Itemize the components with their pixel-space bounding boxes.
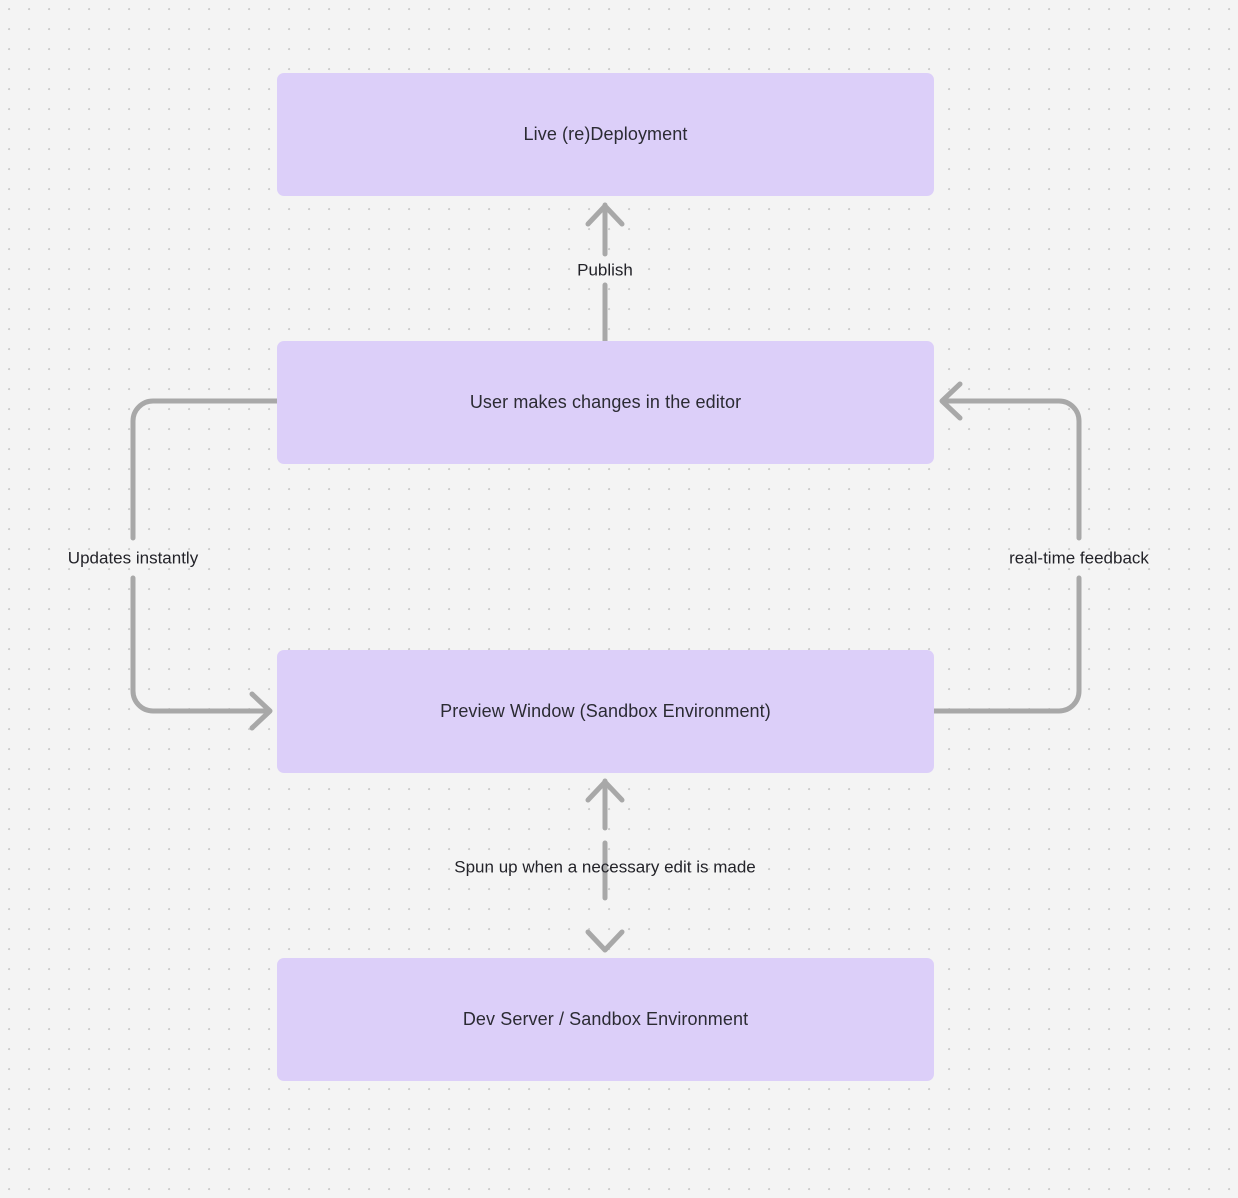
node-label-preview-window: Preview Window (Sandbox Environment) — [440, 700, 771, 721]
node-live-deployment[interactable]: Live (re)Deployment — [277, 73, 934, 196]
node-user-edits[interactable]: User makes changes in the editor — [277, 341, 934, 464]
edge-label-updates-instantly: Updates instantly — [67, 548, 199, 568]
edge-label-spun-up: Spun up when a necessary edit is made — [454, 857, 756, 877]
edge-label-real-time-feedback: real-time feedback — [1009, 548, 1149, 568]
node-label-dev-server: Dev Server / Sandbox Environment — [462, 1008, 749, 1029]
node-preview-window[interactable]: Preview Window (Sandbox Environment) — [277, 650, 934, 773]
node-label-user-edits: User makes changes in the editor — [469, 391, 742, 412]
node-dev-server[interactable]: Dev Server / Sandbox Environment — [277, 958, 934, 1081]
edge-label-publish: Publish — [577, 260, 633, 280]
node-label-live-deployment: Live (re)Deployment — [523, 123, 688, 144]
edge-real-time-feedback — [931, 381, 1082, 714]
